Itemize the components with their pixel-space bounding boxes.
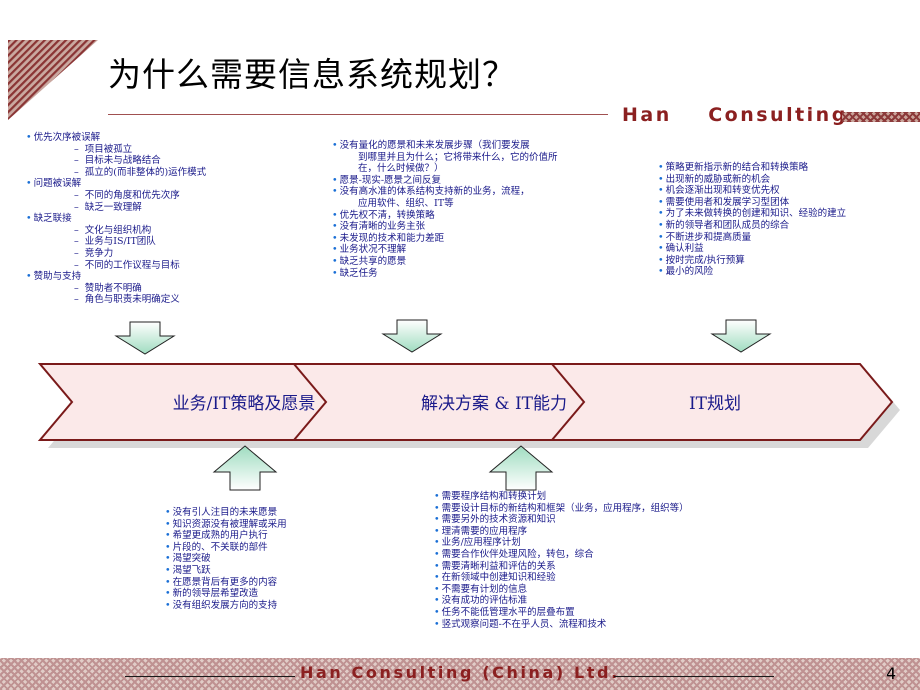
list-item: 按时完成/执行预算 [658, 255, 846, 267]
list-item: 没有组织发展方向的支持 [165, 600, 287, 612]
list-item: 竖式观察问题-不在乎人员、流程和技术 [434, 619, 689, 631]
list-item: 新的领导者和团队成员的综合 [658, 220, 846, 232]
stage-label-3: IT规划 [689, 394, 741, 414]
list-item: 新的领导层希望改造 [165, 588, 287, 600]
title-rule [108, 114, 608, 115]
text-block-top-left: 优先次序被误解项目被孤立目标未与战略结合孤立的(而非整体的)运作模式问题被误解不… [26, 132, 207, 306]
stage-label-1: 业务/IT策略及愿景 [173, 394, 316, 414]
list-item: 问题被误解 [26, 178, 206, 190]
stage-label-2: 解决方案 & IT能力 [421, 394, 567, 414]
list-item: 需要设计目标的新结构和框架（业务，应用程序，组织等） [434, 503, 689, 515]
list-item: 策略更新指示新的结合和转换策略 [658, 162, 846, 174]
list-item: 没有高水准的体系结构支持新的业务，流程， [332, 186, 558, 198]
text-block-bottom-left: 没有引人注目的未来愿景知识资源没有被理解或采用希望更成熟的用户执行片段的、不关联… [165, 507, 287, 611]
list-item: 确认利益 [658, 243, 846, 255]
list-item: 孤立的(而非整体的)运作模式 [26, 167, 206, 179]
list-item: 到哪里并且为什么；它将带来什么，它的价值所 [358, 151, 558, 163]
footer-rule-left [125, 676, 295, 677]
text-block-top-right: 策略更新指示新的结合和转换策略出现新的威胁或新的机会机会逐渐出现和转变优先权需要… [658, 162, 847, 278]
list-item: 需要清晰利益和评估的关系 [434, 561, 689, 573]
list-item: 不同的工作议程与目标 [26, 260, 206, 272]
list-item: 文化与组织机构 [26, 225, 206, 237]
list-item: 需要使用者和发展学习型团体 [658, 197, 846, 209]
page-number: 4 [886, 664, 897, 683]
list-item: 没有成功的评估标准 [434, 595, 689, 607]
list-item: 需要程序结构和转换计划 [434, 491, 689, 503]
brand-header: Han Consulting [622, 104, 848, 126]
list-item: 不需要有计划的信息 [434, 584, 689, 596]
up-arrow-2 [488, 445, 554, 491]
list-item: 需要合作伙伴处理风险，转包，综合 [434, 549, 689, 561]
list-item: 渴望飞跃 [165, 565, 287, 577]
list-item: 优先权不清，转换策略 [332, 210, 558, 222]
list-item: 渴望突破 [165, 553, 287, 565]
list-item: 没有量化的愿景和未来发展步骤（我们要发展 [332, 140, 558, 152]
list-item: 缺乏一致理解 [26, 202, 206, 214]
down-arrow-1 [114, 321, 176, 355]
list-item: 缺乏任务 [332, 268, 558, 280]
text-block-top-middle: 没有量化的愿景和未来发展步骤（我们要发展到哪里并且为什么；它将带来什么，它的价值… [332, 140, 558, 279]
list-item: 愿景-现实-愿景之间反复 [332, 175, 558, 187]
list-item: 应用软件、组织、IT等 [358, 197, 454, 209]
footer-rule-right [614, 676, 774, 677]
list-item: 缺乏联接 [26, 213, 206, 225]
list-item: 竞争力 [26, 248, 206, 260]
list-item: 最小的风险 [658, 266, 846, 278]
list-item: 任务不能低管理水平的层叠布置 [434, 607, 689, 619]
list-item: 知识资源没有被理解或采用 [165, 519, 287, 531]
list-item: 理清需要的应用程序 [434, 526, 689, 538]
list-item: 片段的、不关联的部件 [165, 542, 287, 554]
list-item: 出现新的威胁或新的机会 [658, 174, 846, 186]
list-item: 没有清晰的业务主张 [332, 221, 558, 233]
list-item: 不断进步和提高质量 [658, 232, 846, 244]
list-item: 业务状况不理解 [332, 244, 558, 256]
list-item: 在愿景背后有更多的内容 [165, 577, 287, 589]
list-item: 赞助与支持 [26, 271, 206, 283]
corner-logo-hatch [8, 40, 98, 120]
list-item: 在，什么时候做？） [358, 163, 444, 175]
chevron-stage-3 [549, 363, 894, 441]
list-item: 机会逐渐出现和转变优先权 [658, 185, 846, 197]
list-item: 缺乏共享的愿景 [332, 256, 558, 268]
down-arrow-3 [710, 319, 772, 353]
list-item: 不同的角度和优先次序 [26, 190, 206, 202]
list-item: 未发现的技术和能力差距 [332, 233, 558, 245]
list-item: 赞助者不明确 [26, 283, 206, 295]
list-item: 为了未来做转换的创建和知识、经验的建立 [658, 208, 847, 220]
list-item: 业务与IS/IT团队 [26, 236, 206, 248]
list-item: 目标未与战略结合 [26, 155, 206, 167]
list-item: 项目被孤立 [26, 144, 206, 156]
page-title: 为什么需要信息系统规划？ [108, 55, 516, 94]
brand-footer: Han Consulting (China) Ltd. [300, 663, 620, 682]
list-item: 角色与职责未明确定义 [26, 294, 206, 306]
down-arrow-2 [381, 319, 443, 353]
list-item: 希望更成熟的用户执行 [165, 530, 287, 542]
list-item: 没有引人注目的未来愿景 [165, 507, 287, 519]
list-item: 业务/应用程序计划 [434, 537, 689, 549]
list-item: 优先次序被误解 [26, 132, 206, 144]
footer-stripe [0, 658, 920, 690]
list-item: 需要另外的技术资源和知识 [434, 514, 689, 526]
text-block-bottom-middle: 需要程序结构和转换计划需要设计目标的新结构和框架（业务，应用程序，组织等）需要另… [434, 491, 689, 630]
header-stripe [842, 112, 920, 122]
list-item: 在新领域中创建知识和经验 [434, 572, 689, 584]
up-arrow-1 [212, 445, 278, 491]
